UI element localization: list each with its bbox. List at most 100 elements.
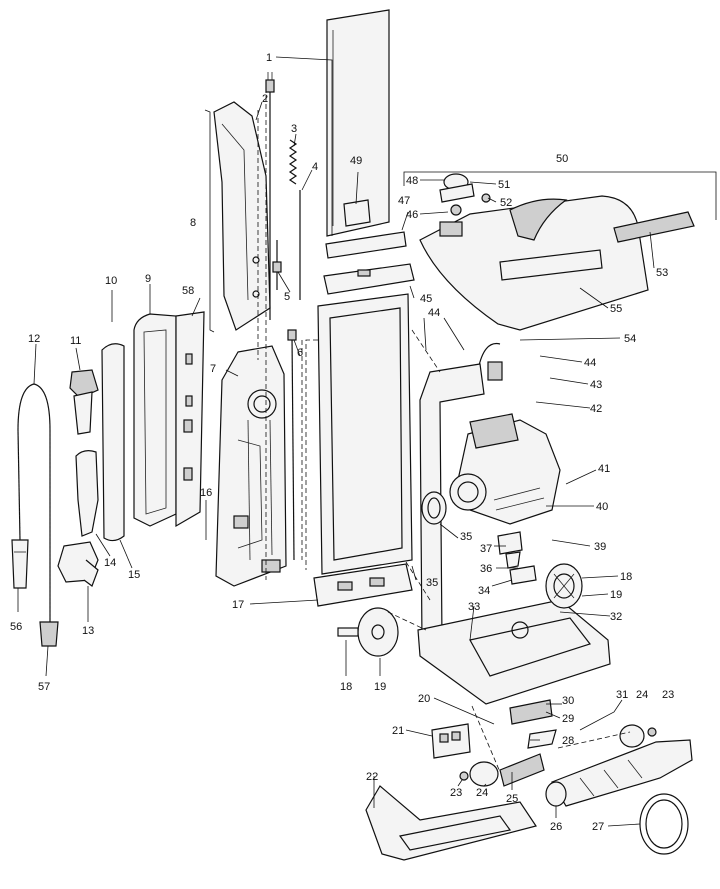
label-24b: 24 xyxy=(636,689,648,701)
label-10: 10 xyxy=(105,275,117,287)
label-24a: 24 xyxy=(476,787,488,799)
part-pedal xyxy=(509,699,557,749)
part-brush-roll-end xyxy=(499,753,545,787)
label-36: 36 xyxy=(480,563,492,575)
part-hood xyxy=(419,195,649,331)
label-18a: 18 xyxy=(340,681,352,693)
part-hose-end xyxy=(11,539,29,589)
label-41: 41 xyxy=(598,463,610,475)
part-brush-roll xyxy=(545,739,693,807)
label-58: 58 xyxy=(182,285,194,297)
part-rear-panel xyxy=(326,9,390,237)
label-18b: 18 xyxy=(620,571,632,583)
part-upholstery-tool xyxy=(57,541,99,587)
label-19a: 19 xyxy=(374,681,386,693)
label-49: 49 xyxy=(350,155,362,167)
label-35b: 35 xyxy=(460,531,472,543)
label-12: 12 xyxy=(28,333,40,345)
label-2: 2 xyxy=(262,93,268,105)
part-rear-frame xyxy=(417,363,611,705)
part-dusting-brush xyxy=(69,369,99,435)
part-back-housing xyxy=(215,345,287,587)
label-53: 53 xyxy=(656,267,668,279)
label-16: 16 xyxy=(200,487,212,499)
label-29: 29 xyxy=(562,713,574,725)
part-bag-clamp xyxy=(325,199,407,259)
label-4: 4 xyxy=(312,161,318,173)
label-51: 51 xyxy=(498,179,510,191)
label-28: 28 xyxy=(562,735,574,747)
part-wheel-right xyxy=(545,563,619,609)
label-17: 17 xyxy=(232,599,244,611)
label-50: 50 xyxy=(556,153,568,165)
label-44b: 44 xyxy=(584,357,596,369)
part-bottom-tray xyxy=(313,563,413,607)
label-34: 34 xyxy=(478,585,490,597)
label-6: 6 xyxy=(297,347,303,359)
label-3: 3 xyxy=(291,123,297,135)
part-crevice-tool xyxy=(75,450,99,537)
part-ring-seal xyxy=(421,491,447,525)
label-25: 25 xyxy=(506,793,518,805)
label-39: 39 xyxy=(594,541,606,553)
label-13: 13 xyxy=(82,625,94,637)
label-40: 40 xyxy=(596,501,608,513)
label-42: 42 xyxy=(590,403,602,415)
label-47: 47 xyxy=(398,195,410,207)
label-32: 32 xyxy=(610,611,622,623)
part-belt xyxy=(639,793,689,855)
part-bearing-left xyxy=(459,761,499,787)
label-9: 9 xyxy=(145,273,151,285)
label-48: 48 xyxy=(406,175,418,187)
label-22: 22 xyxy=(366,771,378,783)
label-1: 1 xyxy=(266,52,272,64)
part-wheel-left xyxy=(337,607,399,657)
label-45: 45 xyxy=(420,293,432,305)
label-31: 31 xyxy=(616,689,628,701)
part-bearing-right xyxy=(619,724,657,748)
part-latch xyxy=(439,173,491,216)
part-plate xyxy=(431,723,471,759)
label-21: 21 xyxy=(392,725,404,737)
part-cord-plug xyxy=(265,72,275,320)
part-brush-strip xyxy=(613,211,695,243)
label-23a: 23 xyxy=(450,787,462,799)
label-27: 27 xyxy=(592,821,604,833)
alignment-lines xyxy=(257,80,631,773)
label-54: 54 xyxy=(624,333,636,345)
label-26: 26 xyxy=(550,821,562,833)
label-8: 8 xyxy=(190,217,196,229)
label-35a: 35 xyxy=(426,577,438,589)
label-19b: 19 xyxy=(610,589,622,601)
label-23b: 23 xyxy=(662,689,674,701)
label-56: 56 xyxy=(10,621,22,633)
label-33: 33 xyxy=(468,601,480,613)
part-number-labels: 1 2 3 4 5 6 7 8 9 10 11 12 13 14 15 16 1… xyxy=(10,52,674,833)
label-57: 57 xyxy=(38,681,50,693)
part-extension-wand xyxy=(101,343,125,542)
part-hose-cuff xyxy=(39,621,59,647)
part-handle-grip xyxy=(213,101,271,331)
label-11: 11 xyxy=(70,335,81,347)
label-52: 52 xyxy=(500,197,512,209)
label-15: 15 xyxy=(128,569,140,581)
part-motor-housing xyxy=(449,413,561,525)
label-55: 55 xyxy=(610,303,622,315)
label-7: 7 xyxy=(210,363,216,375)
label-14: 14 xyxy=(104,557,116,569)
part-spring xyxy=(272,139,301,300)
label-5: 5 xyxy=(284,291,290,303)
label-43: 43 xyxy=(590,379,602,391)
leader-lines xyxy=(17,56,717,827)
part-tool-holder-9 xyxy=(133,313,177,527)
label-20: 20 xyxy=(418,693,430,705)
label-30: 30 xyxy=(562,695,574,707)
part-tool-holder-58 xyxy=(175,311,205,528)
label-44a: 44 xyxy=(428,307,440,319)
label-37: 37 xyxy=(480,543,492,555)
part-bag-housing xyxy=(317,293,413,575)
part-bracket xyxy=(497,531,537,585)
part-base-plate xyxy=(365,785,537,861)
label-46: 46 xyxy=(406,209,418,221)
